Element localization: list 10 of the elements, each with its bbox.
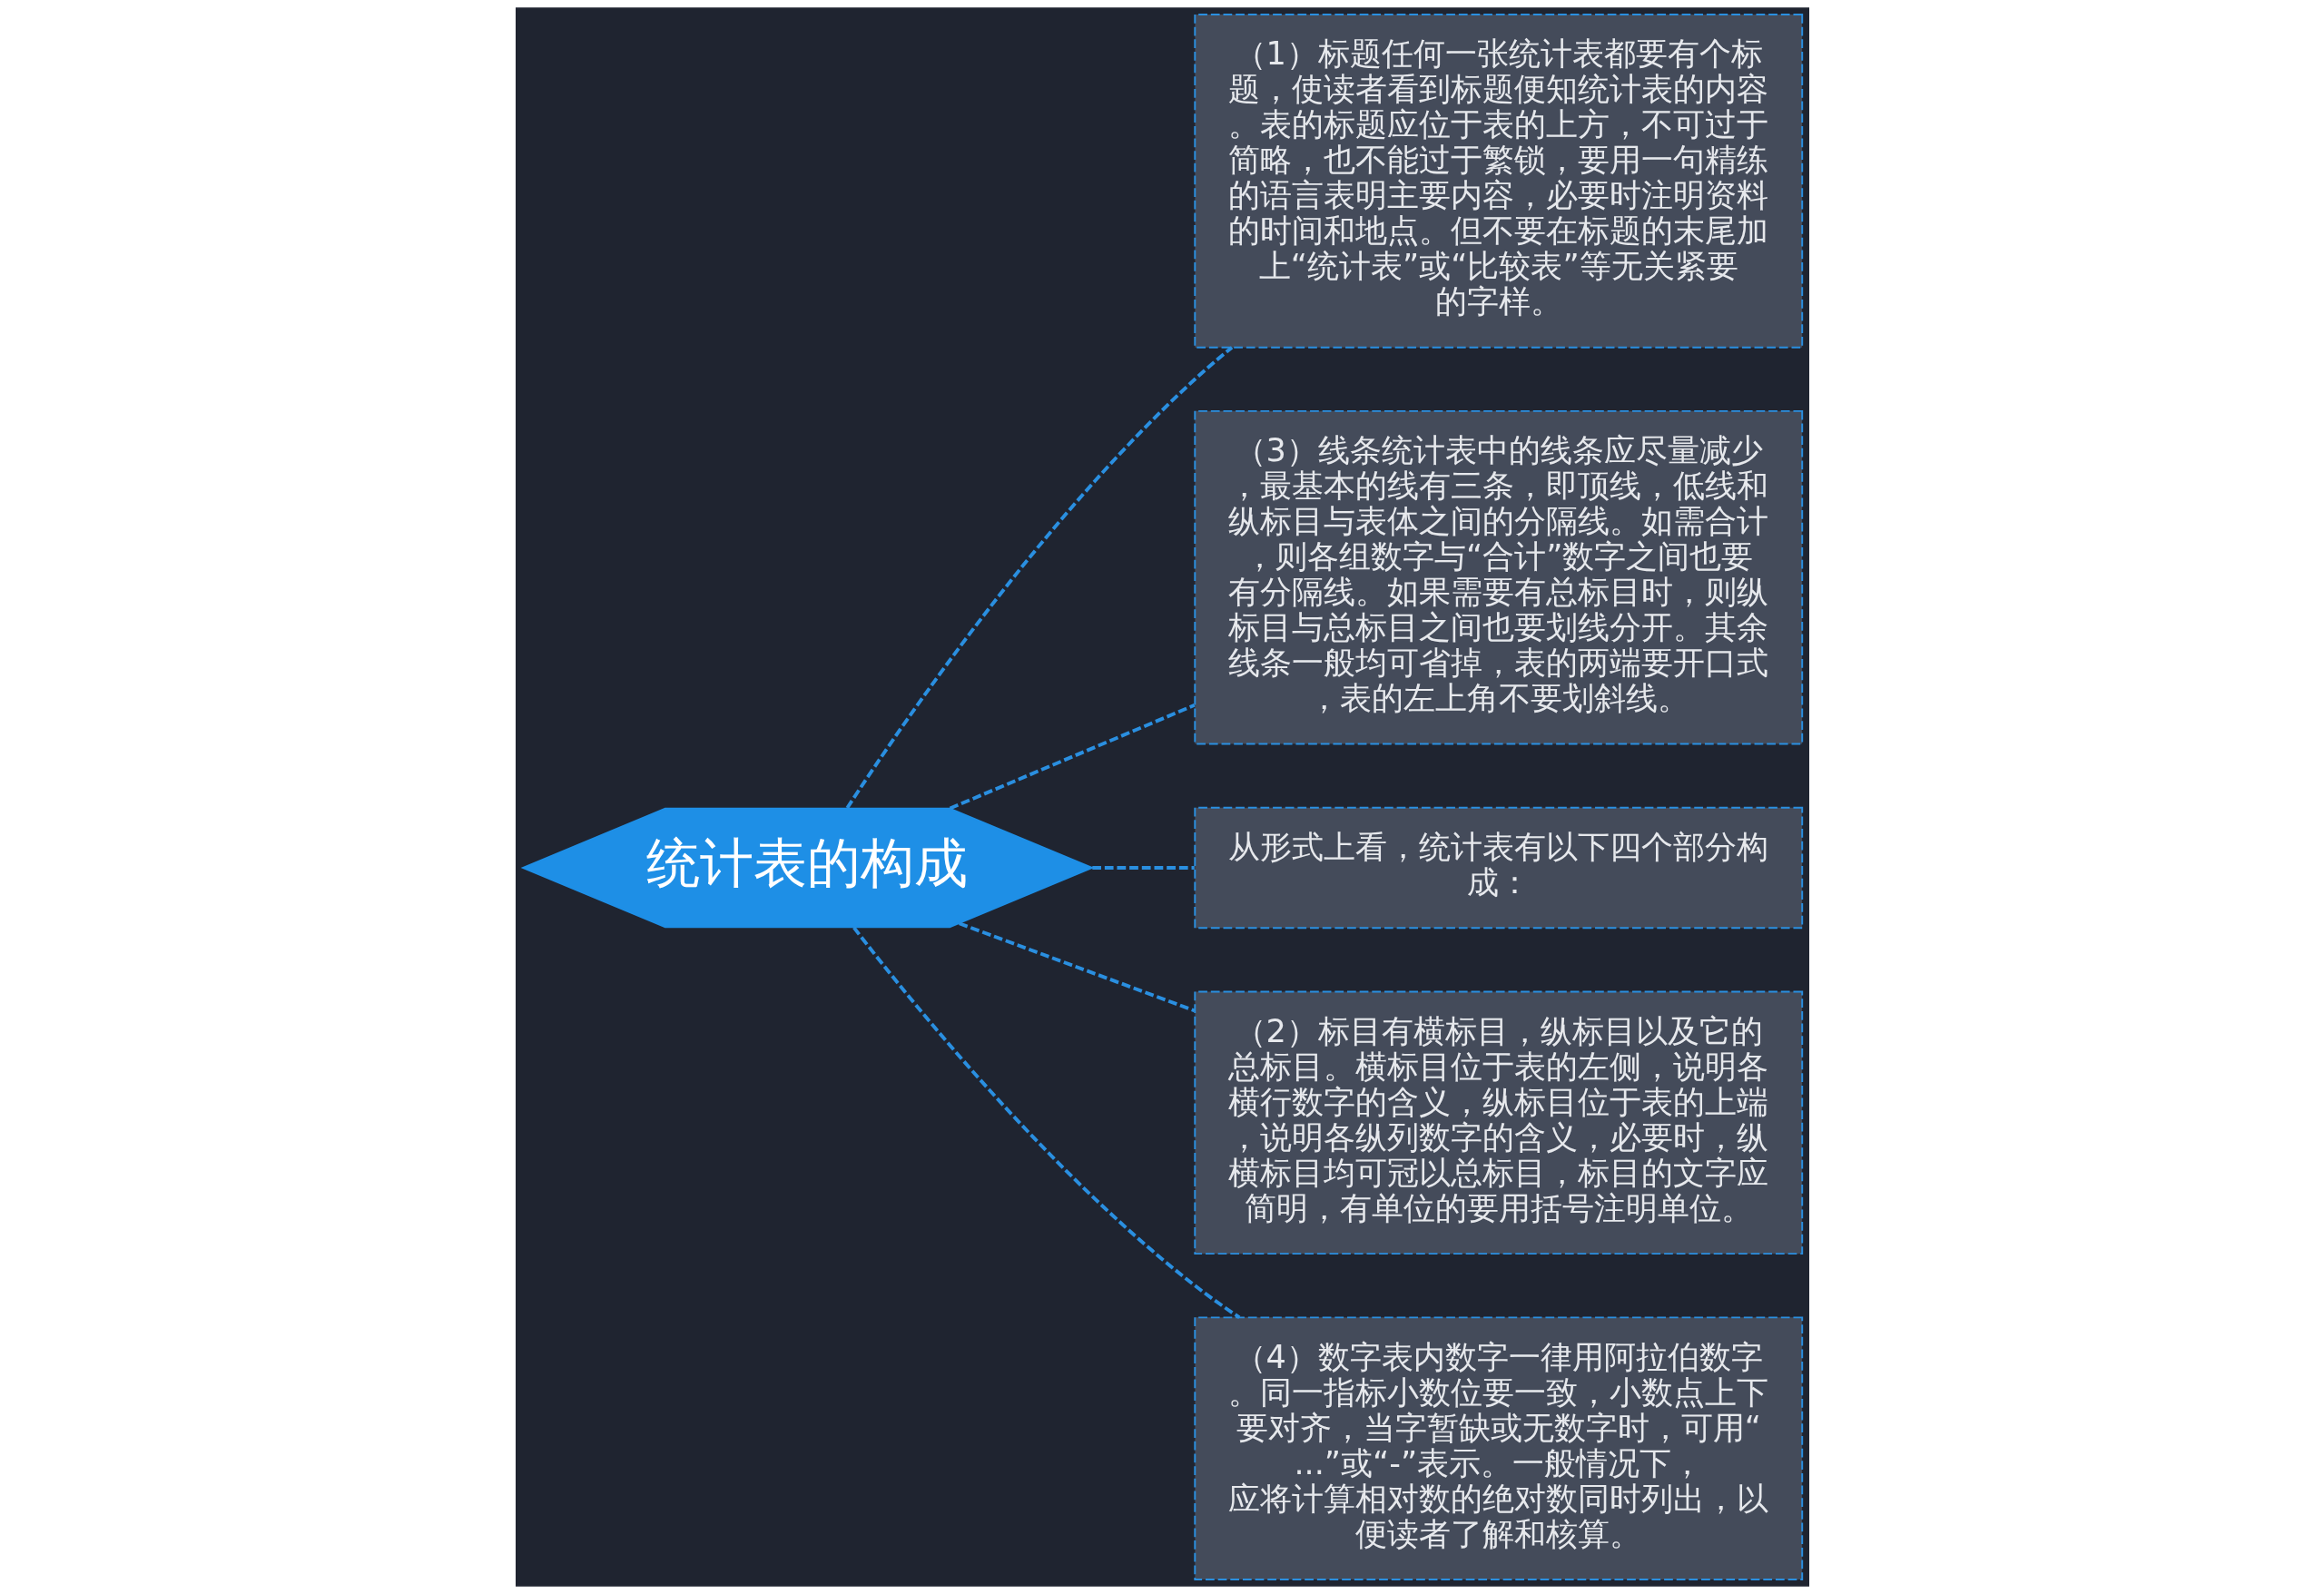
node-box: （2）标目有横标目，纵标目以及它的总标目。横标目位于表的左侧，说明各横行数字的含义，纵标目位于表的上端，说明各纵列数字的含义，必要时，纵横标目均可冠以总标目，标目的文字应简明，有单位的要用括号注明单位。 [1193, 990, 1803, 1255]
connector [845, 346, 1233, 810]
node-box: （4）数字表内数字一律用阿拉伯数字。同一指标小数位要一致，小数点上下要对齐，当字暂缺或无数字时，可用“...”或“-”表示。一般情况下，应将计算相对数的绝对数同时列出，以便读者了解和核算。 [1193, 1316, 1803, 1580]
connector [958, 921, 1196, 1013]
node-box: （1）标题任何一张统计表都要有个标题，使读者看到标题便知统计表的内容。表的标题应位于表的上方，不可过于简略，也不能过于繁锁，要用一句精练的语言表明主要内容，必要时注明资料的时间和地点。但不要在标题的末尾加上“统计表”或“比较表”等无关紧要的字样。 [1193, 14, 1803, 349]
node-box: （3）线条统计表中的线条应尽量减少，最基本的线有三条，即顶线，低线和纵标目与表体之间的分隔线。如需合计，则各组数字与“合计”数字之间也要有分隔线。如果需要有总标目时，则纵标目与总标目之间也要划线分开。其余线条一般均可省掉，表的两端要开口式，表的左上角不要划斜线。 [1193, 409, 1803, 745]
connector [852, 926, 1240, 1319]
connector [949, 704, 1196, 811]
node-box: 从形式上看，统计表有以下四个部分构成： [1193, 806, 1803, 930]
connector [1091, 866, 1195, 870]
